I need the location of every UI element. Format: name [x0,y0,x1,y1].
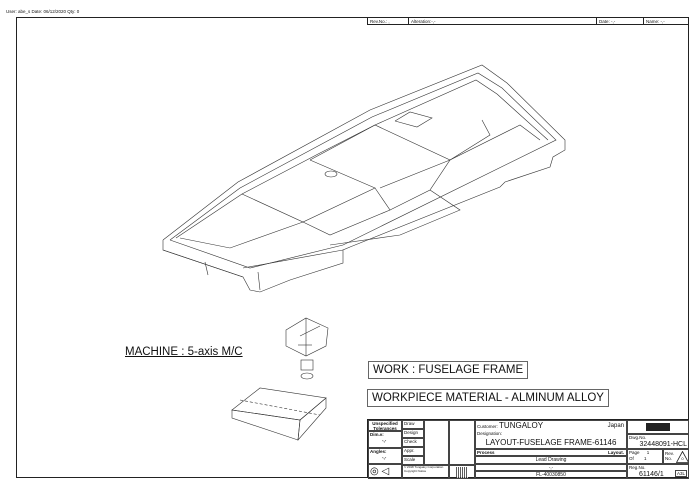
page-label: Page [629,450,640,455]
layout-label: Layout. [607,450,624,455]
drawing-frame [16,17,689,478]
designation: LAYOUT-FUSELAGE FRAME-61146 [485,438,617,447]
customer-cell: Customer: TUNGALOY Japan Designation: LA… [475,420,627,449]
draw-label: Draw [402,420,424,429]
projection-symbol-icon: ◎ ◁ [368,464,402,479]
sheet-size: A3L [674,470,687,477]
copyright: © 2018 Tungaloy Corporation Copyright No… [402,465,449,479]
work-label: WORK : FUSELAGE FRAME [368,361,529,379]
dim-value: -,- [382,438,387,443]
check-label: Check [402,438,424,447]
revision-triangle-icon [676,451,688,463]
fuselage-frame-isometric [162,64,566,293]
angles-label: Angles: [370,449,387,454]
rev-name: Name: -,- [646,19,665,24]
workpiece-block-icon [231,387,327,441]
machine-label: MACHINE : 5-axis M/C [125,346,243,358]
designation-label: Designation: [477,431,503,436]
lead-drawing: Lead Drawing [475,456,627,464]
cutter-icon [285,317,329,380]
reg-number: 61146/1 [639,471,664,478]
page-total: 1 [644,456,647,461]
of-label: Of [629,456,634,461]
rev-date: Date: -,- [597,18,644,24]
user-info-line: User: abe_s Date: 06/12/2020 Qty: 0 [6,9,80,14]
rev-label: Rev. No. [665,451,674,461]
revision-strip: Rev.No.: , Alteration:-,- Date: -,- Name… [367,17,689,25]
tungaloy-logo [646,423,670,431]
qr-code-icon [456,467,468,478]
fl-number: FL-40030850 [475,471,627,479]
angles-value: -,- [382,455,387,460]
scale-label: Scale [402,456,424,465]
dwg-number: 32448091-HCL [639,441,687,448]
page-number: 1 [646,450,650,455]
blank-field: -,- [475,464,627,471]
title-block: Unspecified Tolerances Dim.±:-,- Angles:… [367,419,689,479]
alteration: Alteration:-,- [409,18,597,24]
unspecified-tolerances: Unspecified Tolerances [368,420,402,431]
customer: TUNGALOY [499,421,544,430]
revision-number: 0 [681,456,684,461]
design-label: Design [402,429,424,438]
appr-label: Appr. [402,447,424,456]
revision-cell: Rev. No. 0 [663,449,689,464]
process-label: Process [477,450,495,455]
reg-label: Reg.No. [629,465,646,470]
dwg-label: Dwg.No. [629,435,647,440]
dim-label: Dim.±: [370,432,384,437]
customer-label: Customer: [477,424,498,429]
country: Japan [607,423,624,429]
rev-no: Rev.No.: , [368,18,409,24]
material-label: WORKPIECE MATERIAL - ALMINUM ALLOY [367,389,609,407]
